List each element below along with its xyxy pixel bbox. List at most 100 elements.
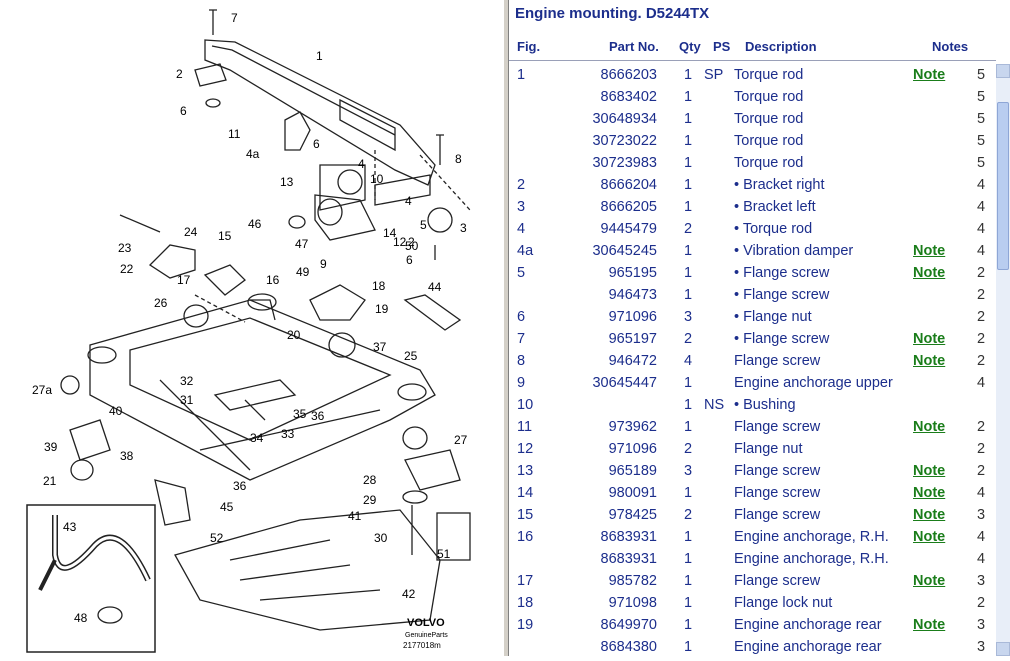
description-cell: Engine anchorage upper	[734, 375, 893, 391]
scroll-up-button[interactable]	[996, 64, 1010, 78]
notes-count-cell: 4	[977, 199, 986, 215]
diagram-callout: 4	[405, 194, 412, 208]
note-link[interactable]: Note	[913, 463, 946, 479]
col-header-qty: Qty	[679, 39, 701, 54]
note-link[interactable]: Note	[913, 617, 946, 633]
diagram-callout: 16	[266, 273, 280, 287]
scroll-down-button[interactable]	[996, 642, 1010, 656]
fig-cell: 1	[517, 67, 526, 83]
fig-cell: 18	[517, 595, 534, 611]
description-cell: • Vibration damper	[734, 243, 854, 259]
note-link[interactable]: Note	[913, 573, 946, 589]
qty-cell: 1	[684, 177, 693, 193]
description-cell: Flange lock nut	[734, 595, 833, 611]
note-link[interactable]: Note	[913, 419, 946, 435]
diagram-callout: 5	[420, 218, 427, 232]
pane-splitter[interactable]	[503, 0, 509, 656]
part-number-cell: 8649970	[600, 617, 657, 633]
diagram-callout: 29	[363, 493, 377, 507]
description-cell: Torque rod	[734, 89, 804, 105]
diagram-callout: 11	[228, 127, 241, 141]
col-header-notes: Notes	[932, 39, 969, 54]
note-link[interactable]: Note	[913, 507, 946, 523]
description-cell: • Flange screw	[734, 331, 830, 347]
fig-cell: 19	[517, 617, 534, 633]
notes-count-cell: 5	[977, 133, 986, 149]
diagram-callout: 36	[233, 479, 247, 493]
notes-count-cell: 4	[977, 551, 986, 567]
part-number-cell: 8683402	[600, 89, 657, 105]
note-link[interactable]: Note	[913, 265, 946, 281]
description-cell: • Bushing	[734, 397, 796, 413]
qty-cell: 1	[684, 375, 693, 391]
notes-count-cell: 2	[977, 331, 986, 347]
diagram-callout: 38	[120, 449, 134, 463]
note-link[interactable]: Note	[913, 331, 946, 347]
diagram-callout: 15	[218, 229, 232, 243]
diagram-callout: 31	[180, 393, 194, 407]
note-link[interactable]: Note	[913, 529, 946, 545]
notes-count-cell: 3	[977, 507, 986, 523]
diagram-callout: 2	[176, 67, 183, 81]
qty-cell: 1	[684, 551, 693, 567]
description-cell: Flange screw	[734, 463, 821, 479]
part-number-cell: 8683931	[600, 529, 657, 545]
part-number-cell: 8666204	[600, 177, 657, 193]
diagram-callout: 40	[109, 404, 123, 418]
diagram-callout: 34	[250, 431, 264, 445]
note-link[interactable]: Note	[913, 485, 946, 501]
description-cell: • Bracket left	[734, 199, 816, 215]
note-link[interactable]: Note	[913, 353, 946, 369]
col-header-part: Part No.	[609, 39, 659, 54]
part-number-cell: 946472	[608, 353, 657, 369]
note-link[interactable]: Note	[913, 243, 946, 259]
qty-cell: 2	[684, 331, 693, 347]
fig-cell: 5	[517, 265, 526, 281]
fig-cell: 17	[517, 573, 534, 589]
header-divider	[509, 60, 996, 61]
diagram-callout: 52	[210, 531, 224, 545]
notes-count-cell: 2	[977, 419, 986, 435]
part-number-cell: 30648934	[592, 111, 657, 127]
fig-cell: 15	[517, 507, 534, 523]
fig-cell: 14	[517, 485, 534, 501]
fig-cell: 2	[517, 177, 526, 193]
scrollbar-thumb[interactable]	[997, 102, 1009, 270]
notes-count-cell: 3	[977, 573, 986, 589]
diagram-callout: 39	[44, 440, 58, 454]
note-link[interactable]: Note	[913, 67, 946, 83]
description-cell: • Flange screw	[734, 287, 830, 303]
diagram-callout: 3	[460, 221, 467, 235]
diagram-callout: 10	[370, 172, 384, 186]
diagram-callout: 49	[296, 265, 310, 279]
vertical-scrollbar[interactable]	[996, 64, 1010, 656]
